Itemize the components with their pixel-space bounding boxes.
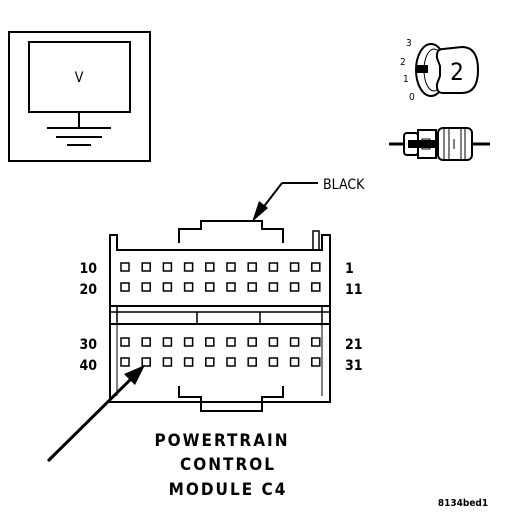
pin-cavity-22 — [289, 337, 300, 347]
pin-label-row4-right: 31 — [345, 358, 363, 374]
pin-cavity-36 — [205, 357, 215, 367]
pin-cavity-14 — [247, 282, 257, 292]
pin-cavity-8 — [162, 262, 173, 272]
probe-pointer-arrow — [46, 365, 145, 463]
pin-cavity-38 — [162, 357, 173, 367]
pin-label-row1-right: 1 — [345, 261, 354, 277]
pin-cavity-24 — [247, 337, 257, 347]
pin-cavity-37 — [183, 357, 194, 367]
pin-cavity-23 — [268, 337, 279, 347]
pin-cavity-4 — [247, 262, 257, 272]
pin-cavity-28 — [162, 337, 173, 347]
dial-mark-3: 3 — [406, 38, 412, 49]
pin-row-11-20 — [120, 282, 321, 292]
module-title-line-2: CONTROL — [180, 455, 276, 475]
pin-cavity-10 — [120, 262, 130, 272]
dial-mark-1: 1 — [403, 74, 409, 85]
pin-label-row2-right: 11 — [345, 282, 363, 298]
pin-cavity-9 — [141, 262, 151, 272]
module-title-line-1: POWERTRAIN — [154, 431, 289, 451]
dial-mark-0: 0 — [409, 92, 415, 103]
meter-symbol: V — [75, 70, 84, 86]
pin-cavity-19 — [141, 282, 151, 292]
dial-setting: 2 — [450, 58, 464, 86]
pin-cavity-34 — [247, 357, 257, 367]
pin-cavity-39 — [141, 357, 151, 367]
pin-cavity-35 — [226, 357, 236, 367]
pin-cavity-2 — [289, 262, 300, 272]
color-callout-arrow — [252, 182, 318, 222]
pin-row-31-40 — [120, 357, 321, 367]
pin-cavity-20 — [120, 282, 130, 292]
pin-cavity-27 — [183, 337, 194, 347]
pin-cavity-26 — [205, 337, 215, 347]
pin-row-1-10 — [120, 262, 321, 272]
pin-label-row3-left: 30 — [79, 337, 97, 353]
pin-label-row4-left: 40 — [79, 358, 97, 374]
pin-cavity-11 — [311, 282, 321, 292]
pin-cavity-31 — [311, 357, 321, 367]
connector-color-label: BLACK — [323, 177, 365, 193]
pin-cavity-33 — [268, 357, 279, 367]
pin-row-21-30 — [120, 337, 321, 347]
pin-label-row1-left: 10 — [79, 261, 97, 277]
pin-cavity-25 — [226, 337, 236, 347]
pin-cavity-6 — [205, 262, 215, 272]
selector-dial-icon: 3 2 1 0 2 — [400, 38, 480, 103]
pin-cavity-3 — [268, 262, 279, 272]
pin-cavity-17 — [183, 282, 194, 292]
pin-cavity-12 — [289, 282, 300, 292]
pin-cavity-40 — [120, 357, 130, 367]
pcm-connector-c4 — [109, 220, 331, 412]
pin-cavity-1 — [311, 262, 321, 272]
pin-cavity-29 — [141, 337, 151, 347]
pin-cavity-21 — [311, 337, 321, 347]
pin-cavity-15 — [226, 282, 236, 292]
pin-cavity-16 — [205, 282, 215, 292]
pin-cavity-7 — [183, 262, 194, 272]
pin-cavity-32 — [289, 357, 300, 367]
voltmeter-icon: V — [8, 31, 151, 162]
figure-id: 8134bed1 — [438, 498, 488, 509]
pin-cavity-18 — [162, 282, 173, 292]
pin-cavity-30 — [120, 337, 130, 347]
dial-mark-2: 2 — [400, 57, 406, 68]
back-probe-icon — [389, 127, 490, 161]
pin-cavity-5 — [226, 262, 236, 272]
pin-label-row2-left: 20 — [79, 282, 97, 298]
module-title-line-3: MODULE C4 — [169, 480, 288, 500]
pin-cavity-13 — [268, 282, 279, 292]
pin-label-row3-right: 21 — [345, 337, 363, 353]
